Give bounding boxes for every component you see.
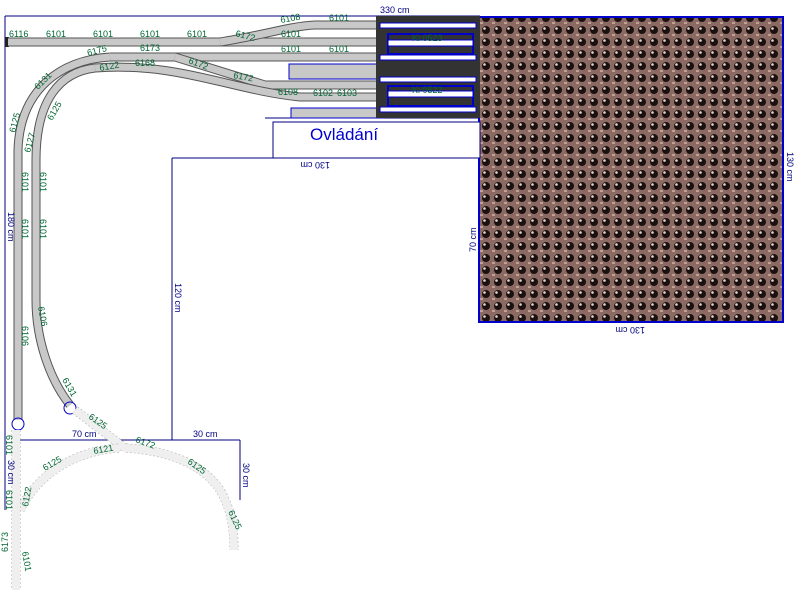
track-label: 6116 [9,29,28,39]
scenery-area[interactable] [478,16,784,323]
ghost-tracks[interactable] [11,406,239,590]
track-label: 6101 [4,490,14,510]
track-label: 180 cm [6,212,16,242]
track-label: 130 cm [300,160,330,170]
track-label: 6101 [329,13,349,23]
track-label: 6102 [313,88,333,98]
track-label: 6101 [20,172,30,192]
track-label: 6172 [233,70,254,83]
track-label: 6173 [140,43,160,53]
track-label: 6101 [4,435,14,455]
track-label: 6101 [38,172,48,192]
track-label: 6106 [36,306,49,327]
track-label: 6122 [99,60,120,73]
track-label: 30 cm [241,463,251,488]
control-panel-box[interactable] [272,121,481,159]
track-label: 6108 [280,12,301,25]
track-label: 6106 [20,326,30,346]
track-label: 6108 [278,87,298,97]
track-label: 6168 [135,58,155,68]
station-label: Ki 0523 [412,33,443,43]
track-label: 6101 [187,29,207,39]
track-label: 6101 [281,44,301,54]
track-label: 6121 [93,443,114,456]
track-label: 70 cm [72,429,97,439]
track-label: 120 cm [173,283,183,313]
station-label: Ki 0522 [412,85,443,95]
dimension-labels: 330 cm 130 cm 130 cm 70 cm 130 cm 120 cm… [6,5,795,488]
track-label: 6101 [281,29,301,39]
track-label: 30 cm [193,429,218,439]
track-label: 6101 [140,29,160,39]
track-label: 6101 [38,219,48,239]
track-label: 30 cm [6,460,16,485]
track-label: 130 cm [785,152,795,182]
track-label: 70 cm [468,227,478,252]
track-label: 6101 [93,29,113,39]
track-label: 6173 [0,532,10,552]
track-label: 130 cm [615,325,645,335]
track-label: 6101 [20,219,30,239]
track-label: 6101 [46,29,66,39]
track-layout[interactable] [5,20,386,431]
track-label: 6103 [337,88,357,98]
track-label: 6101 [20,551,33,572]
station-fiddle-yard[interactable]: Ki 0523 Ki 0522 [376,16,480,118]
track-label: 6101 [329,44,349,54]
control-panel-label: Ovládání [310,125,378,144]
track-label: 330 cm [380,5,410,15]
track-label: 6122 [20,486,33,507]
